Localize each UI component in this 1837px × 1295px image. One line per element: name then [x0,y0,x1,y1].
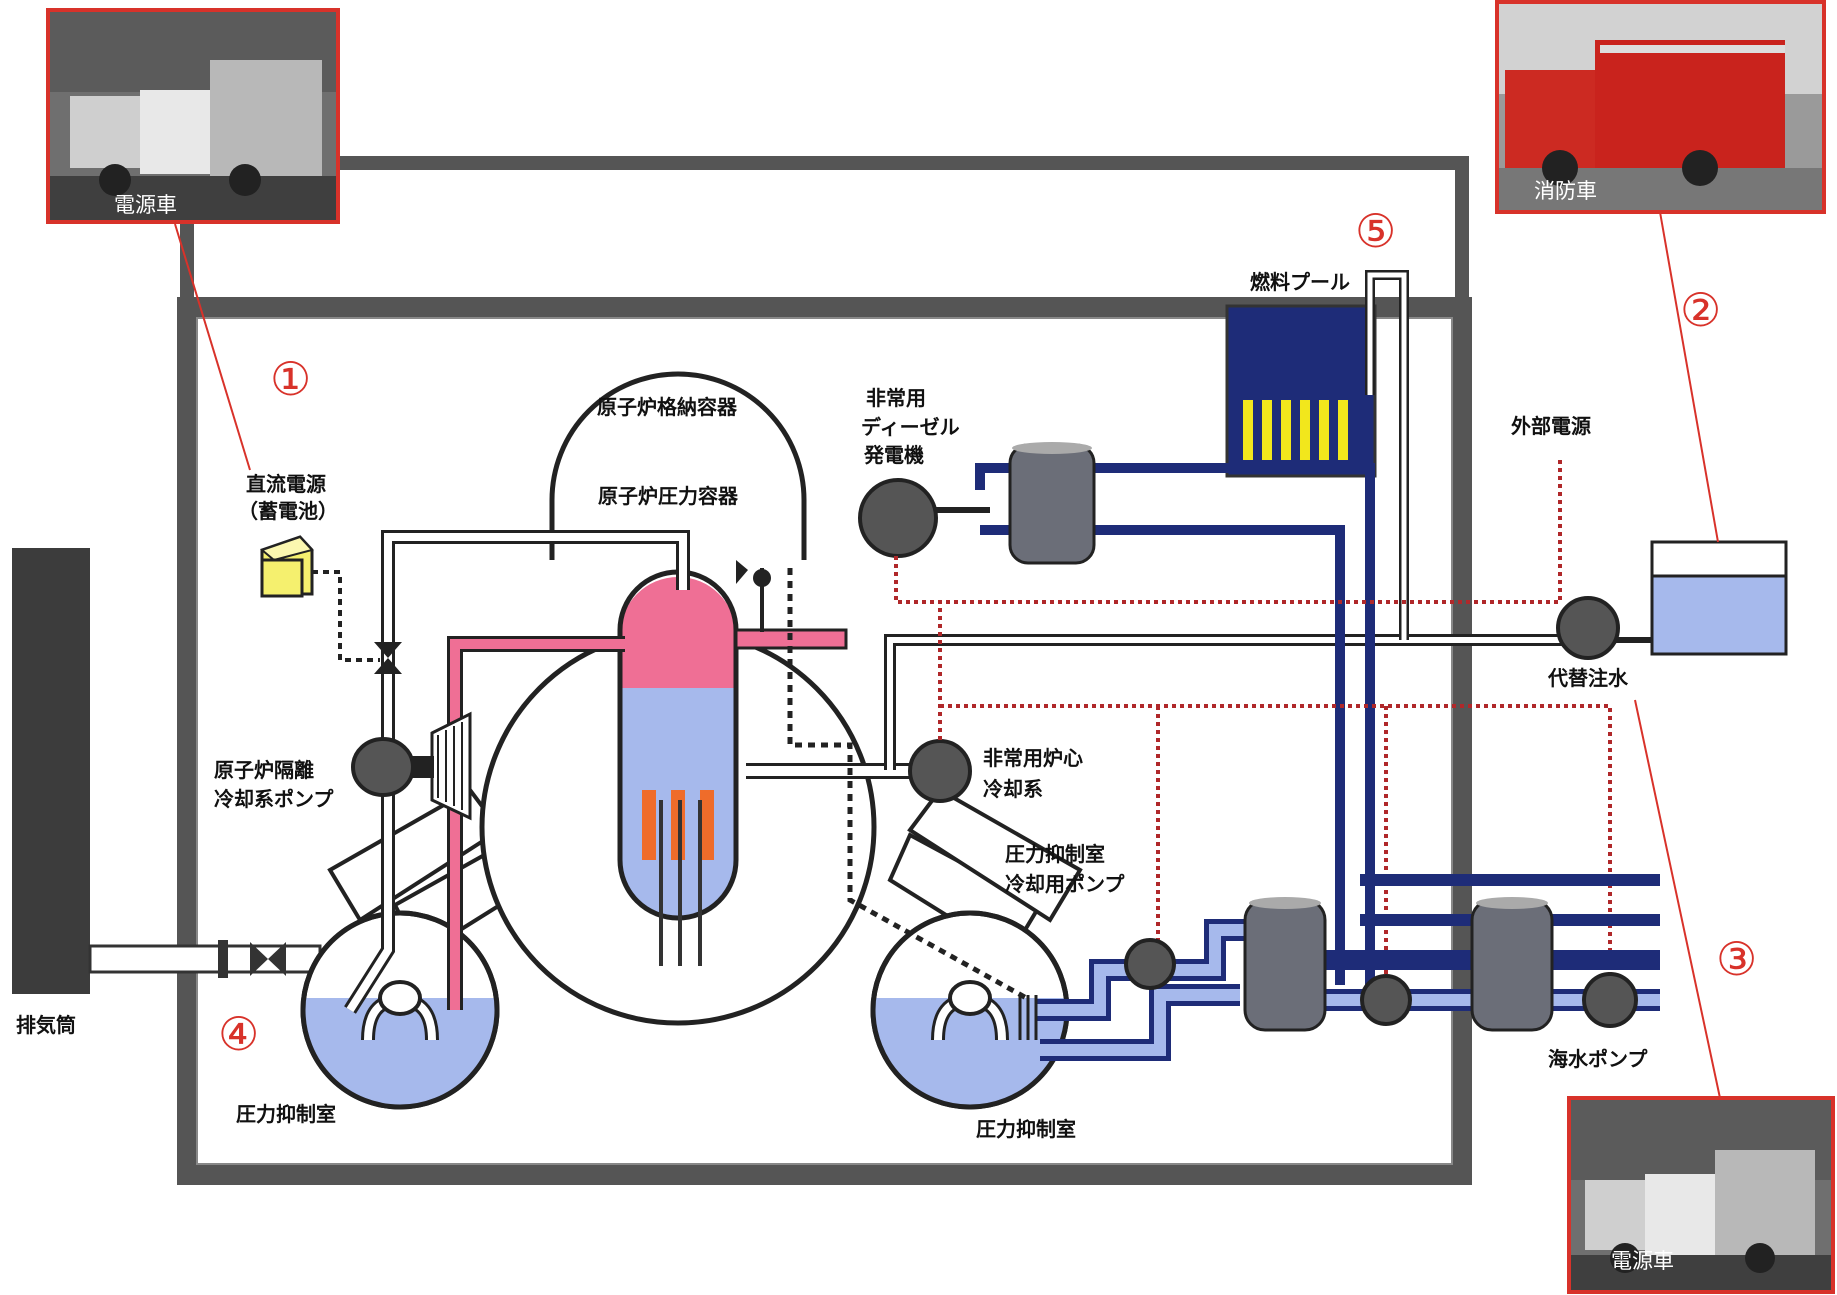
fuel-pool [1227,306,1375,476]
label-dc-power: 直流電源 [246,472,326,496]
label-external-power: 外部電源 [1511,414,1591,438]
suppression-cooling-pump [1126,940,1174,988]
callout-3: ③ [1716,932,1757,986]
callout-2: ② [1680,283,1721,337]
label-diesel-line3: 発電機 [863,443,924,467]
heat-exchanger-2 [1472,897,1552,1030]
seawater-pump-b [1584,974,1636,1026]
photo-caption-fire-truck: 消防車 [1534,179,1597,203]
label-seawater-pump: 海水ポンプ [1548,1047,1648,1071]
label-eccs-line1: 非常用炉心 [983,746,1083,770]
alt-injection-pump [1558,598,1618,658]
label-containment-vessel: 原子炉格納容器 [597,395,738,419]
label-diesel-line1: 非常用 [866,386,926,410]
label-pressure-vessel: 原子炉圧力容器 [598,484,739,508]
label-isolation-pump-line1: 原子炉隔離 [214,758,314,782]
label-suppression-right: 圧力抑制室 [976,1117,1076,1141]
photo-caption-power-truck-bottom: 電源車 [1611,1249,1674,1273]
diesel-generator [860,480,936,556]
diesel-heat-exchanger [1010,442,1094,563]
label-sc-pump-line2: 冷却用ポンプ [1005,872,1125,896]
callout-1: ① [270,352,311,406]
battery-box [262,537,312,596]
seawater-pump-a [1362,976,1410,1024]
exhaust-stack [12,548,90,994]
label-battery: （蓄電池） [238,499,338,523]
label-alt-water: 代替注水 [1547,666,1629,690]
water-tank [1652,542,1786,654]
rcic-pump [353,739,413,795]
eccs-pump [910,741,970,801]
label-isolation-pump-line2: 冷却系ポンプ [214,787,334,811]
label-exhaust-stack: 排気筒 [16,1013,76,1037]
vent-pipe [90,940,320,978]
callout-4: ④ [218,1007,259,1061]
photo-power-truck-top [48,10,338,222]
label-diesel-line2: ディーゼル [861,415,960,439]
photo-caption-power-truck-top: 電源車 [114,193,177,217]
label-suppression-left: 圧力抑制室 [236,1102,336,1126]
heat-exchanger-1 [1245,897,1325,1030]
label-fuel-pool: 燃料プール [1250,270,1350,294]
label-eccs-line2: 冷却系 [983,777,1043,801]
label-sc-pump-line1: 圧力抑制室 [1005,842,1105,866]
callout-5: ⑤ [1355,204,1396,258]
photo-power-truck-bottom [1569,1098,1833,1292]
